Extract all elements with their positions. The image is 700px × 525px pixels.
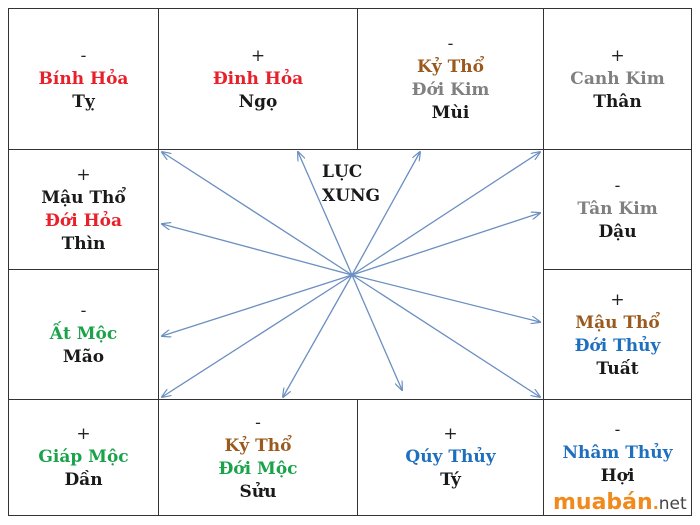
element-label: Ất Mộc	[49, 324, 118, 344]
element-label: Đinh Hỏa	[212, 68, 304, 89]
center-title: LỤC XUNG	[322, 160, 380, 208]
element-label: Mậu Thổ	[575, 312, 660, 333]
element-label: Bính Hỏa	[38, 68, 129, 89]
element-label: Kỷ Thổ	[417, 57, 484, 77]
arrow-to-tuat	[351, 274, 540, 322]
cell-dau: - Tân Kim Dậu	[544, 150, 691, 269]
cell-ngo: + Đinh Hỏa Ngọ	[159, 9, 357, 149]
cell-ty: - Bính Hỏa Tỵ	[9, 9, 158, 149]
arrow-to-than	[351, 152, 540, 276]
element-label: Tân Kim	[577, 199, 658, 219]
cell-mui: - Kỷ Thổ Đới Kim Mùi	[358, 9, 543, 149]
sign: -	[614, 420, 621, 440]
element-label: Kỷ Thổ	[224, 435, 292, 456]
element-label: Qúy Thủy	[405, 447, 496, 467]
cell-tuat: + Mậu Thổ Đới Thủy Tuất	[544, 270, 691, 399]
element-label: Mậu Thổ	[41, 187, 126, 208]
element-secondary-label: Đới Hỏa	[45, 210, 122, 231]
arrow-to-hoi	[351, 274, 540, 397]
element-label: Nhâm Thủy	[562, 443, 673, 463]
watermark-suffix: net	[658, 494, 687, 514]
branch-label: Sửu	[239, 481, 277, 502]
cell-suu: - Kỷ Thổ Đới Mộc Sửu	[159, 400, 357, 515]
branch-label: Ngọ	[238, 91, 278, 112]
element-label: Giáp Mộc	[38, 447, 129, 467]
branch-label: Tý	[440, 470, 461, 490]
sign: +	[610, 45, 625, 66]
center-title-line1: LỤC	[322, 162, 363, 182]
cell-mao: - Ất Mộc Mão	[9, 270, 158, 399]
cell-than: + Canh Kim Thân	[544, 9, 691, 149]
sign: +	[250, 45, 266, 66]
arrow-to-mao	[162, 274, 353, 336]
branch-label: Dần	[64, 470, 103, 490]
arrow-to-dan	[162, 274, 353, 397]
element-label: Canh Kim	[570, 68, 665, 89]
center-title-line2: XUNG	[322, 186, 381, 206]
branch-label: Mão	[62, 347, 105, 367]
sign: -	[80, 301, 87, 321]
sign: -	[80, 45, 87, 66]
arrow-to-ty-rat	[351, 274, 402, 390]
arrow-to-thin	[162, 224, 353, 276]
branch-label: Tuất	[596, 358, 639, 379]
element-secondary-label: Đới Thủy	[574, 335, 661, 356]
sign: +	[76, 424, 91, 444]
cell-hoi: - Nhâm Thủy Hợi	[544, 400, 691, 488]
arrow-to-suu	[283, 274, 353, 397]
branch-label: Thìn	[61, 233, 106, 254]
sign: +	[443, 424, 458, 444]
sign: -	[614, 176, 621, 196]
branch-label: Thân	[593, 91, 642, 112]
sign: +	[610, 289, 625, 310]
watermark-logo: muabán.net	[553, 490, 687, 517]
watermark-dot: .	[652, 494, 659, 513]
sign: +	[76, 164, 91, 185]
cell-ty-rat: + Qúy Thủy Tý	[358, 400, 543, 515]
arrow-to-dau	[351, 213, 540, 276]
branch-label: Mùi	[431, 103, 470, 123]
branch-label: Dậu	[598, 222, 637, 242]
sign: -	[255, 412, 261, 433]
arrow-to-ty	[162, 152, 353, 276]
element-secondary-label: Đới Mộc	[218, 458, 298, 479]
cell-dan: + Giáp Mộc Dần	[9, 400, 158, 515]
branch-label: Tỵ	[72, 91, 95, 112]
element-secondary-label: Đới Kim	[411, 80, 490, 100]
outer-border	[8, 8, 692, 516]
arrow-to-mui	[351, 152, 420, 276]
sign: -	[447, 34, 454, 54]
branch-label: Hợi	[600, 466, 635, 486]
cell-thin: + Mậu Thổ Đới Hỏa Thìn	[9, 150, 158, 269]
watermark-main: muabán	[553, 490, 653, 515]
arrow-to-ngo	[298, 152, 353, 276]
